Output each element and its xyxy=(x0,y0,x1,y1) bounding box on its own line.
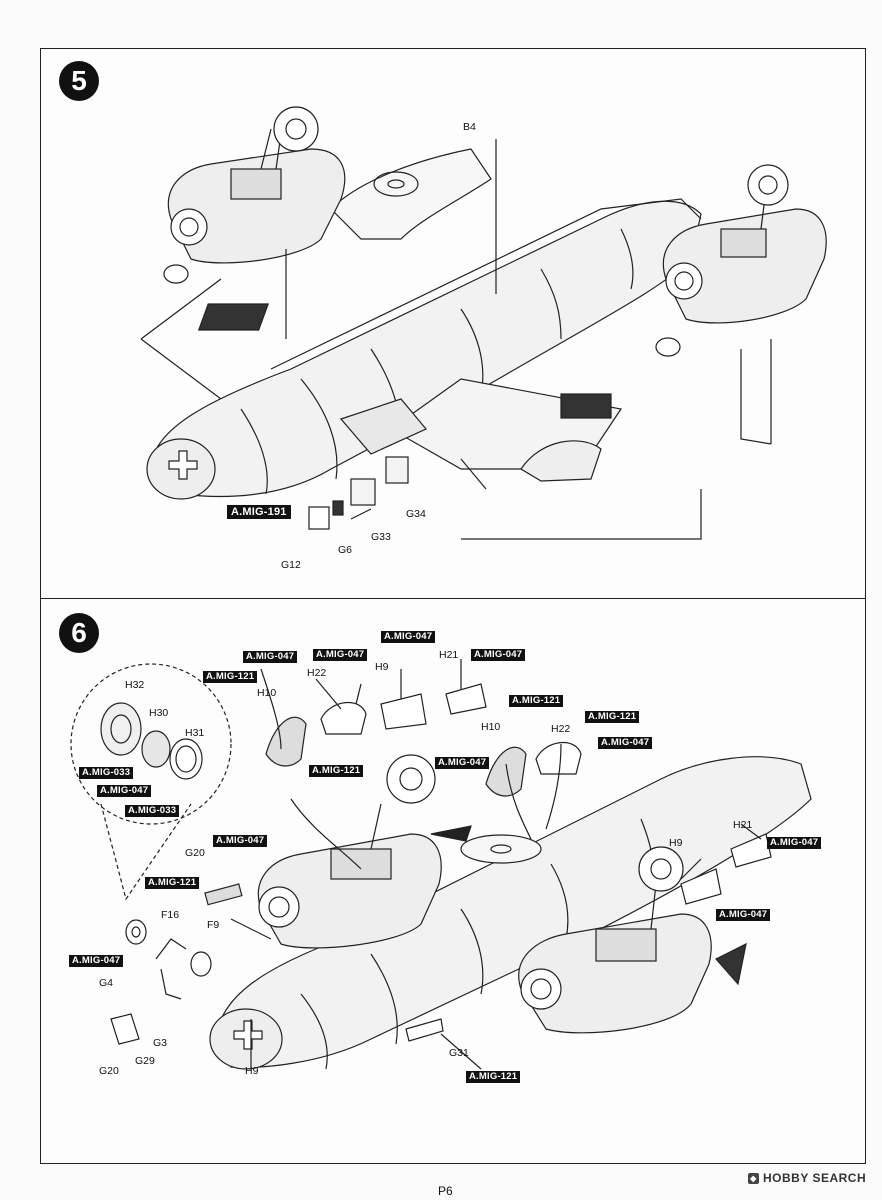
part-label-g29: G29 xyxy=(135,1055,155,1067)
paint-code-amig191: A.MIG-191 xyxy=(227,505,291,519)
part-label-g6: G6 xyxy=(338,544,353,556)
paint-code-amig033: A.MIG-033 xyxy=(125,805,180,817)
step-number-badge: 5 xyxy=(59,61,99,101)
step-6-panel: 6 xyxy=(40,598,866,1164)
step-5-fuselage-drawing xyxy=(140,106,827,540)
paint-code-amig047: A.MIG-047 xyxy=(97,785,152,797)
part-label-g20: G20 xyxy=(99,1065,119,1077)
paint-code-amig121: A.MIG-121 xyxy=(309,765,364,777)
paint-code-amig047: A.MIG-047 xyxy=(716,909,771,921)
paint-code-amig121: A.MIG-121 xyxy=(203,671,258,683)
part-label-h32: H32 xyxy=(125,679,145,691)
paint-code-amig047: A.MIG-047 xyxy=(381,631,436,643)
hobby-search-logo-icon: ◆ xyxy=(748,1172,759,1184)
paint-code-amig047: A.MIG-047 xyxy=(213,835,268,847)
part-label-h21: H21 xyxy=(439,649,459,661)
watermark-text: HOBBY SEARCH xyxy=(763,1171,867,1185)
part-label-h9: H9 xyxy=(669,837,683,849)
paint-code-amig047: A.MIG-047 xyxy=(69,955,124,967)
part-label-g3: G3 xyxy=(153,1037,168,1049)
part-label-h21: H21 xyxy=(733,819,753,831)
paint-code-amig047: A.MIG-047 xyxy=(313,649,368,661)
hobby-search-watermark: ◆ HOBBY SEARCH xyxy=(748,1171,866,1185)
paint-code-amig047: A.MIG-047 xyxy=(598,737,653,749)
part-label-g12: G12 xyxy=(281,559,301,571)
part-label-f9: F9 xyxy=(207,919,220,931)
paint-code-amig121: A.MIG-121 xyxy=(466,1071,521,1083)
part-label-h30: H30 xyxy=(149,707,169,719)
part-label-b4: B4 xyxy=(463,121,476,133)
part-label-g34: G34 xyxy=(406,508,426,520)
paint-code-amig121: A.MIG-121 xyxy=(509,695,564,707)
paint-code-amig047: A.MIG-047 xyxy=(243,651,298,663)
part-label-g33: G33 xyxy=(371,531,391,543)
step-number-badge: 6 xyxy=(59,613,99,653)
step-6-fuselage-drawing xyxy=(70,659,812,1070)
part-label-g4: G4 xyxy=(99,977,114,989)
part-label-g20: G20 xyxy=(185,847,205,859)
part-label-f16: F16 xyxy=(161,909,180,921)
part-label-h9: H9 xyxy=(375,661,389,673)
part-label-h31: H31 xyxy=(185,727,205,739)
paint-code-amig121: A.MIG-121 xyxy=(585,711,640,723)
step-5-panel: 5 xyxy=(40,48,866,600)
paint-code-amig033: A.MIG-033 xyxy=(79,767,134,779)
paint-code-amig047: A.MIG-047 xyxy=(471,649,526,661)
paint-code-amig047: A.MIG-047 xyxy=(435,757,490,769)
paint-code-amig121: A.MIG-121 xyxy=(145,877,200,889)
part-label-h22: H22 xyxy=(307,667,327,679)
part-label-h9: H9 xyxy=(245,1065,259,1077)
paint-code-amig047: A.MIG-047 xyxy=(767,837,822,849)
part-label-g31: G31 xyxy=(449,1047,469,1059)
part-label-h10: H10 xyxy=(257,687,277,699)
part-label-h10: H10 xyxy=(481,721,501,733)
part-label-h22: H22 xyxy=(551,723,571,735)
page-number: P6 xyxy=(438,1184,453,1198)
